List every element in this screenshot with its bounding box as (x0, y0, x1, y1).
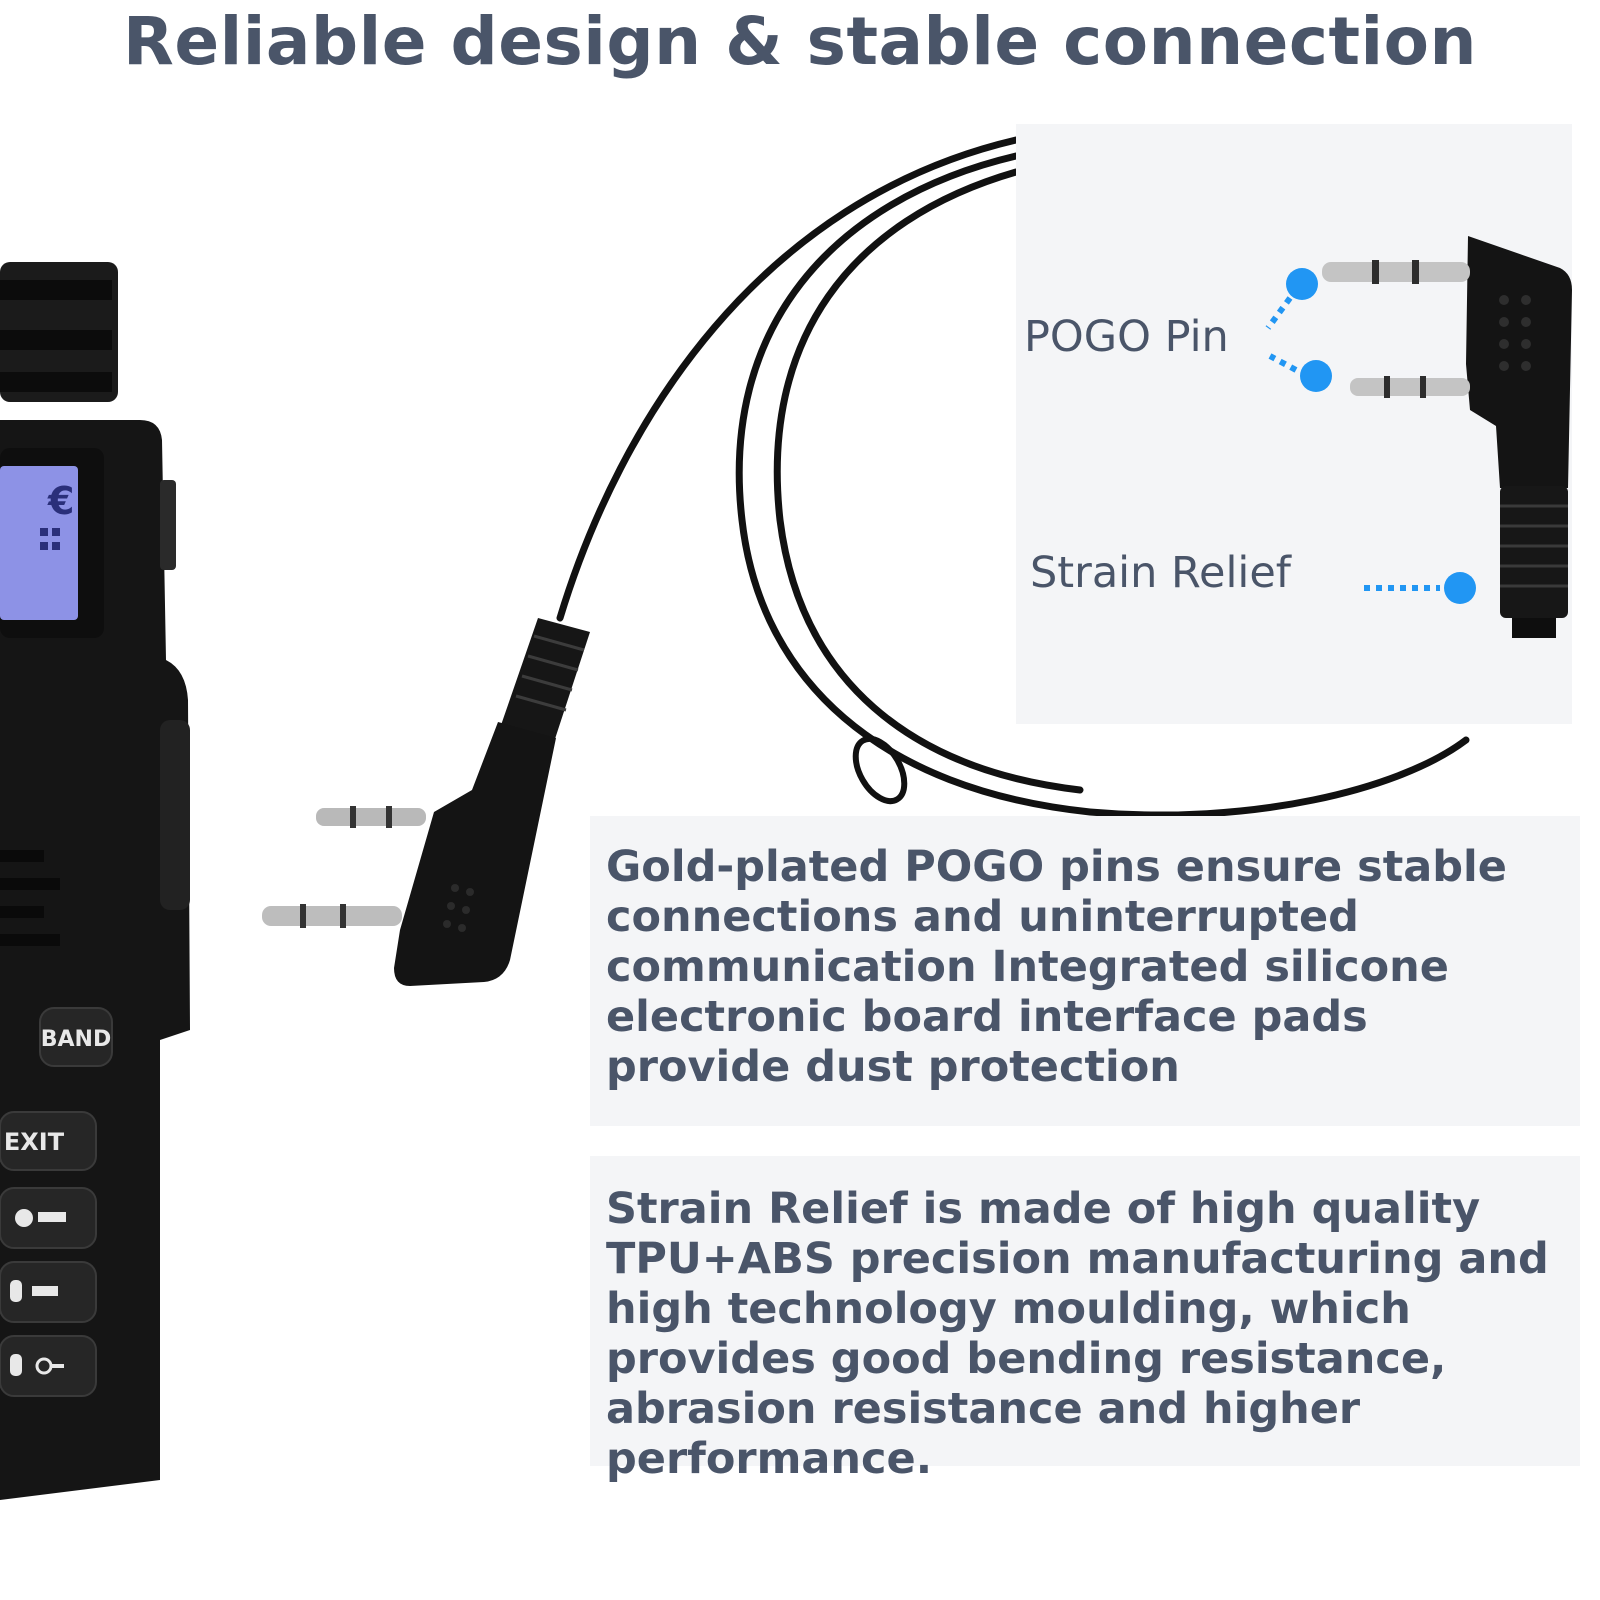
pogo-pin-label: POGO Pin (1024, 312, 1229, 362)
cable (556, 136, 1470, 819)
pogo-pin-leader-upper (1265, 296, 1293, 330)
connector-detail-panel (1016, 124, 1572, 724)
pogo-pin-leader-lower (1268, 353, 1298, 373)
main-connector (262, 618, 590, 986)
strain-relief-label: Strain Relief (1030, 548, 1291, 598)
pogo-pin-upper-dot (1286, 268, 1318, 300)
radio-illustration: € BAND EXIT (0, 262, 190, 1500)
exit-key-label: EXIT (4, 1128, 65, 1156)
band-key-label: BAND (41, 1027, 111, 1052)
strain-relief-dot (1444, 572, 1476, 604)
page-title: Reliable design & stable connection (123, 3, 1477, 80)
svg-text:€: € (47, 479, 74, 523)
strain-description-text: Strain Relief is made of high quality TP… (606, 1184, 1549, 1484)
detail-connector (1322, 236, 1572, 638)
strain-description-box: Strain Relief is made of high quality TP… (590, 1156, 1580, 1484)
pogo-description-box: Gold-plated POGO pins ensure stable conn… (590, 816, 1580, 1126)
pogo-description-text: Gold-plated POGO pins ensure stable conn… (606, 842, 1507, 1092)
callout-markers (1265, 268, 1476, 604)
pogo-pin-lower-dot (1300, 360, 1332, 392)
